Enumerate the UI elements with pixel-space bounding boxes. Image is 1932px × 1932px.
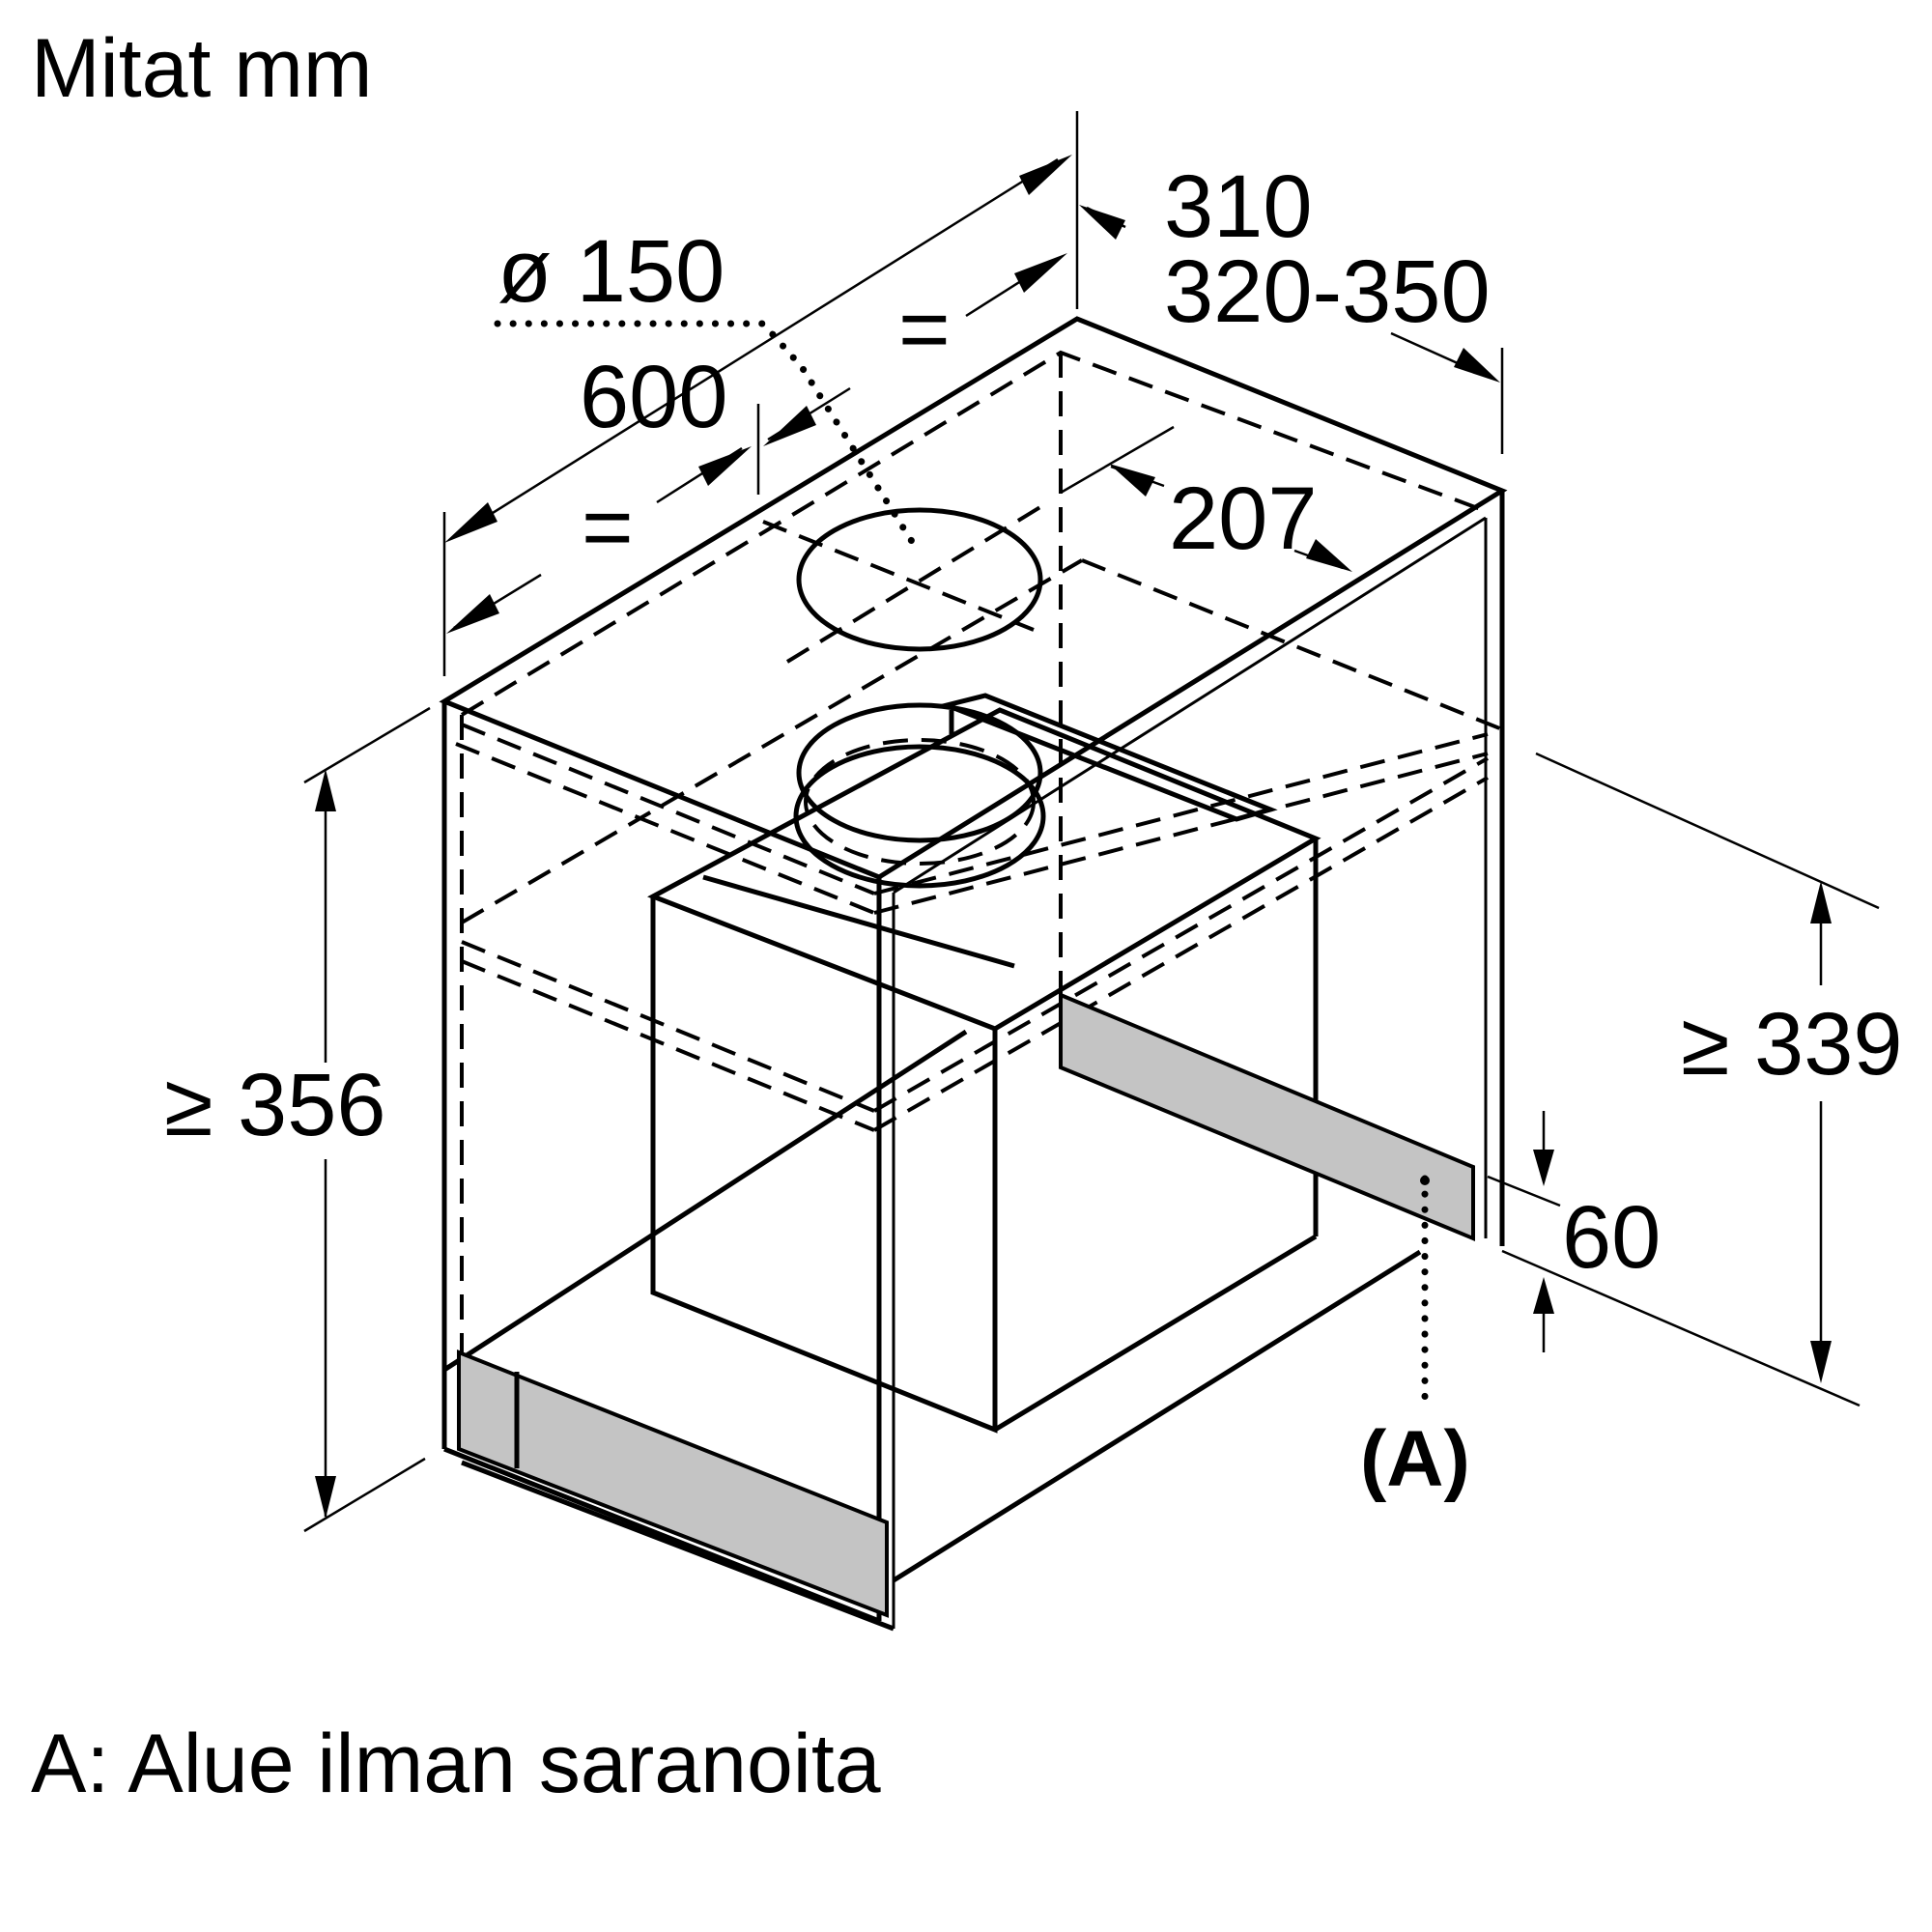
- depth-a-label: 310: [1164, 157, 1313, 256]
- callout-point: [1420, 1176, 1430, 1185]
- height-right-label: ≥ 339: [1681, 995, 1903, 1094]
- hinge-free-zones: [457, 991, 1475, 1618]
- duct-diameter-label: ø 150: [497, 222, 724, 321]
- depth-dimension: [1079, 205, 1504, 454]
- height-left-label: ≥ 356: [164, 1056, 386, 1154]
- page-title: Mitat mm: [31, 22, 373, 115]
- cabinet-hidden-edges: [455, 350, 1503, 1449]
- offset-label: 207: [1169, 469, 1318, 568]
- caption: A: Alue ilman saranoita: [31, 1718, 881, 1810]
- offset-dimension: [1060, 425, 1352, 572]
- width-label: 600: [580, 348, 728, 446]
- panel-height-label: 60: [1562, 1188, 1661, 1287]
- width-dimension: [442, 111, 1079, 676]
- height-left-dimension: [303, 706, 431, 1533]
- hood-unit: [647, 693, 1321, 1434]
- depth-b-label: 320-350: [1164, 242, 1491, 341]
- panel-height-dimension: [1487, 1111, 1561, 1352]
- equal-left-label: =: [582, 478, 634, 577]
- height-right-dimension: [1501, 752, 1880, 1407]
- equal-right-label: =: [898, 280, 951, 379]
- callout-label: (A): [1360, 1415, 1470, 1503]
- duct-opening: [762, 500, 1050, 664]
- duct-leader: [494, 320, 922, 554]
- cabinet-outline: [439, 316, 1508, 1632]
